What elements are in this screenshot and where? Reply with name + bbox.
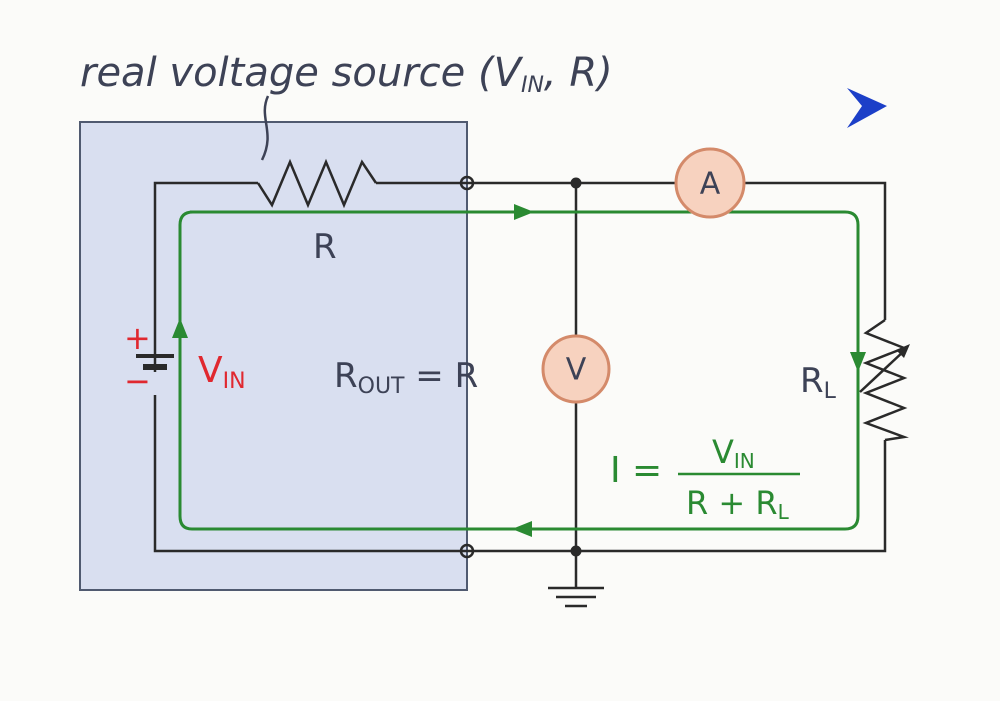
wire-top-right (745, 181, 887, 320)
rout-label: ROUT = R (334, 356, 478, 399)
formula-numerator: VIN (712, 433, 755, 473)
wire-bottom-right (153, 395, 887, 553)
current-arrow-left (172, 318, 188, 338)
ammeter-circle (674, 147, 746, 219)
current-loop (178, 210, 860, 531)
battery-plus-sign: + (124, 319, 151, 357)
wire-top-left (153, 181, 258, 372)
ground-icon (548, 586, 604, 608)
arrowhead-right-icon[interactable] (847, 88, 887, 128)
node-top-junction (570, 177, 582, 189)
node-bottom-junction (570, 545, 582, 557)
battery-symbol (136, 354, 174, 370)
variable-resistor-arrow (859, 344, 910, 393)
title-pointer-line (260, 95, 270, 161)
vin-label: VIN (198, 350, 246, 394)
current-arrow-bottom (512, 521, 532, 537)
voltmeter-circle (541, 334, 611, 404)
battery-minus-sign: − (124, 362, 151, 400)
node-bottom-terminal (459, 543, 475, 559)
variable-arrow-head (896, 344, 910, 358)
source-title: real voltage source (VIN, R) (80, 50, 613, 98)
current-formula: I = VIN R + RL (610, 433, 800, 524)
formula-lhs: I = (610, 450, 662, 491)
circuit-nodes (459, 175, 582, 559)
ammeter-label: A (700, 167, 721, 202)
resistor-r-label: R (313, 227, 337, 267)
voltmeter: V (541, 334, 611, 404)
ammeter: A (674, 147, 746, 219)
formula-denominator: R + RL (686, 484, 790, 524)
load-resistor-symbol (862, 318, 909, 442)
current-direction-arrows (172, 204, 866, 537)
voltmeter-label: V (566, 353, 587, 388)
circuit-wires (153, 181, 887, 588)
current-path (178, 210, 860, 531)
resistor-r-symbol (256, 158, 378, 209)
current-arrow-right (850, 352, 866, 372)
current-arrow-top (514, 204, 534, 220)
load-resistor-label: RL (800, 361, 837, 404)
node-top-terminal (459, 175, 475, 191)
